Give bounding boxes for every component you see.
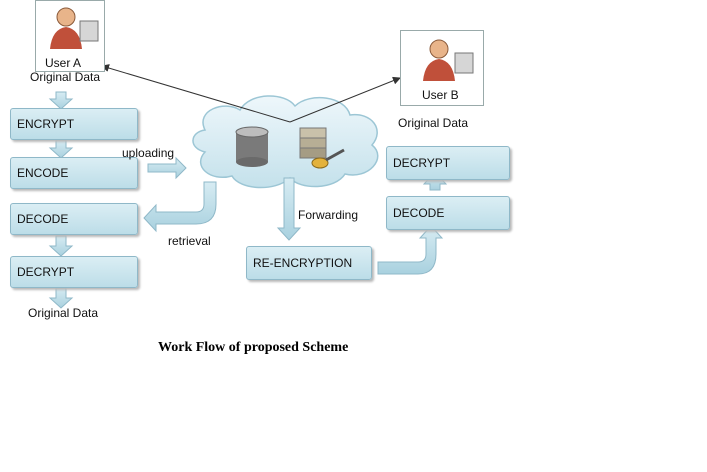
user-b-icon bbox=[423, 39, 474, 81]
step-decode: DECODE bbox=[10, 203, 138, 235]
step-right-decode: DECODE bbox=[386, 196, 510, 230]
step-encrypt: ENCRYPT bbox=[10, 108, 138, 140]
figure-caption: Work Flow of proposed Scheme bbox=[158, 340, 349, 355]
arrow-encrypt-encode bbox=[48, 139, 74, 159]
user-a-data-label: Original Data bbox=[30, 70, 101, 84]
arrow-reencrypt-decode bbox=[377, 225, 444, 275]
user-a-name: User A bbox=[45, 56, 82, 70]
user-a-icon bbox=[50, 7, 99, 49]
user-a-card bbox=[35, 0, 105, 72]
step-reencryption: RE-ENCRYPTION bbox=[246, 246, 372, 280]
arrow-decrypt-output bbox=[48, 287, 74, 309]
cloud-storage bbox=[192, 95, 379, 189]
step-right-decrypt: DECRYPT bbox=[386, 146, 510, 180]
label-forwarding: Forwarding bbox=[298, 208, 359, 222]
server-key-icon bbox=[299, 127, 345, 169]
label-retrieval: retrieval bbox=[168, 234, 211, 248]
label-uploading: uploading bbox=[122, 146, 175, 160]
step-decrypt: DECRYPT bbox=[10, 256, 138, 288]
arrow-uploading bbox=[147, 156, 187, 180]
user-b-card bbox=[400, 30, 484, 106]
link-user-a bbox=[101, 64, 291, 123]
left-output-label: Original Data bbox=[28, 306, 99, 320]
link-user-b bbox=[289, 76, 401, 123]
arrow-decode-decrypt bbox=[48, 235, 74, 257]
user-b-data-label: Original Data bbox=[398, 116, 469, 130]
user-b-name: User B bbox=[422, 88, 459, 102]
database-icon bbox=[235, 126, 269, 167]
arrow-usera-encrypt bbox=[48, 91, 74, 110]
step-encode: ENCODE bbox=[10, 157, 138, 189]
arrow-forwarding bbox=[276, 177, 302, 241]
arrow-retrieval bbox=[143, 181, 217, 233]
